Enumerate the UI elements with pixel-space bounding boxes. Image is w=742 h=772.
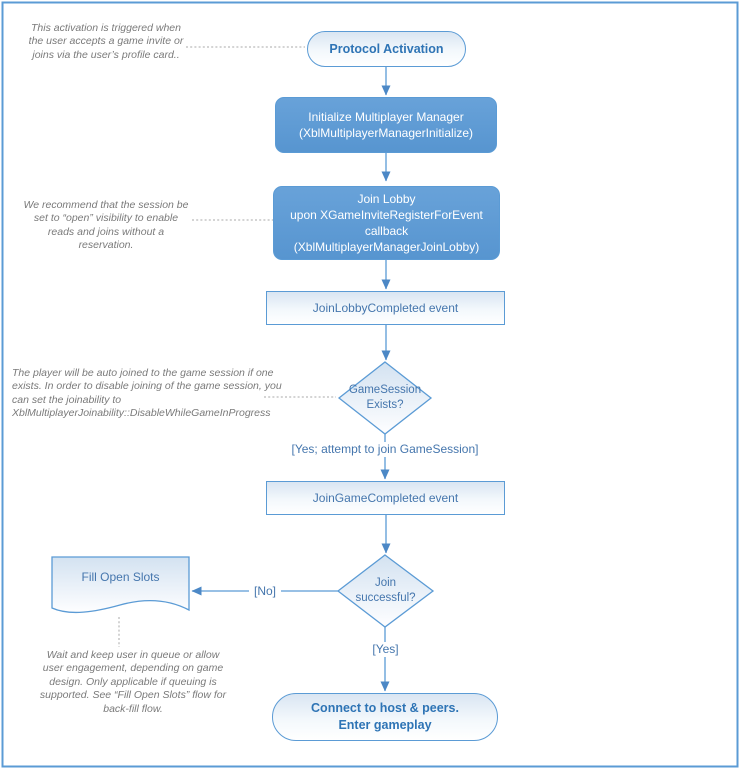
annotation-open-visibility: We recommend that the session be set to …	[23, 199, 189, 252]
annotation-protocol-activation: This activation is triggered when the us…	[28, 22, 184, 61]
node-initialize-multiplayer-manager: Initialize Multiplayer Manager (XblMulti…	[275, 97, 497, 153]
label-join-successful: Join successful?	[355, 577, 416, 604]
node-connect-to-host-and-peers: Connect to host & peers. Enter gameplay	[272, 693, 498, 741]
node-protocol-activation: Protocol Activation	[307, 31, 466, 67]
annotation-auto-join: The player will be auto joined to the ga…	[12, 367, 282, 420]
decision-join-successful	[336, 554, 435, 628]
edge-label-no: [No]	[249, 584, 281, 599]
edge-label-yes-attempt-join: [Yes; attempt to join GameSession]	[270, 442, 500, 457]
annotation-queue: Wait and keep user in queue or allow use…	[39, 649, 227, 715]
document-fill-open-slots	[51, 556, 190, 613]
edge-label-yes: [Yes]	[368, 642, 403, 657]
label-fill-open-slots: Fill Open Slots	[81, 570, 160, 585]
decision-game-session-exists	[337, 361, 433, 435]
node-join-lobby: Join Lobby upon XGameInviteRegisterForEv…	[273, 186, 500, 260]
label-game-session-exists: GameSession Exists?	[348, 384, 422, 411]
node-join-game-completed-event: JoinGameCompleted event	[266, 481, 505, 515]
node-join-lobby-completed-event: JoinLobbyCompleted event	[266, 291, 505, 325]
